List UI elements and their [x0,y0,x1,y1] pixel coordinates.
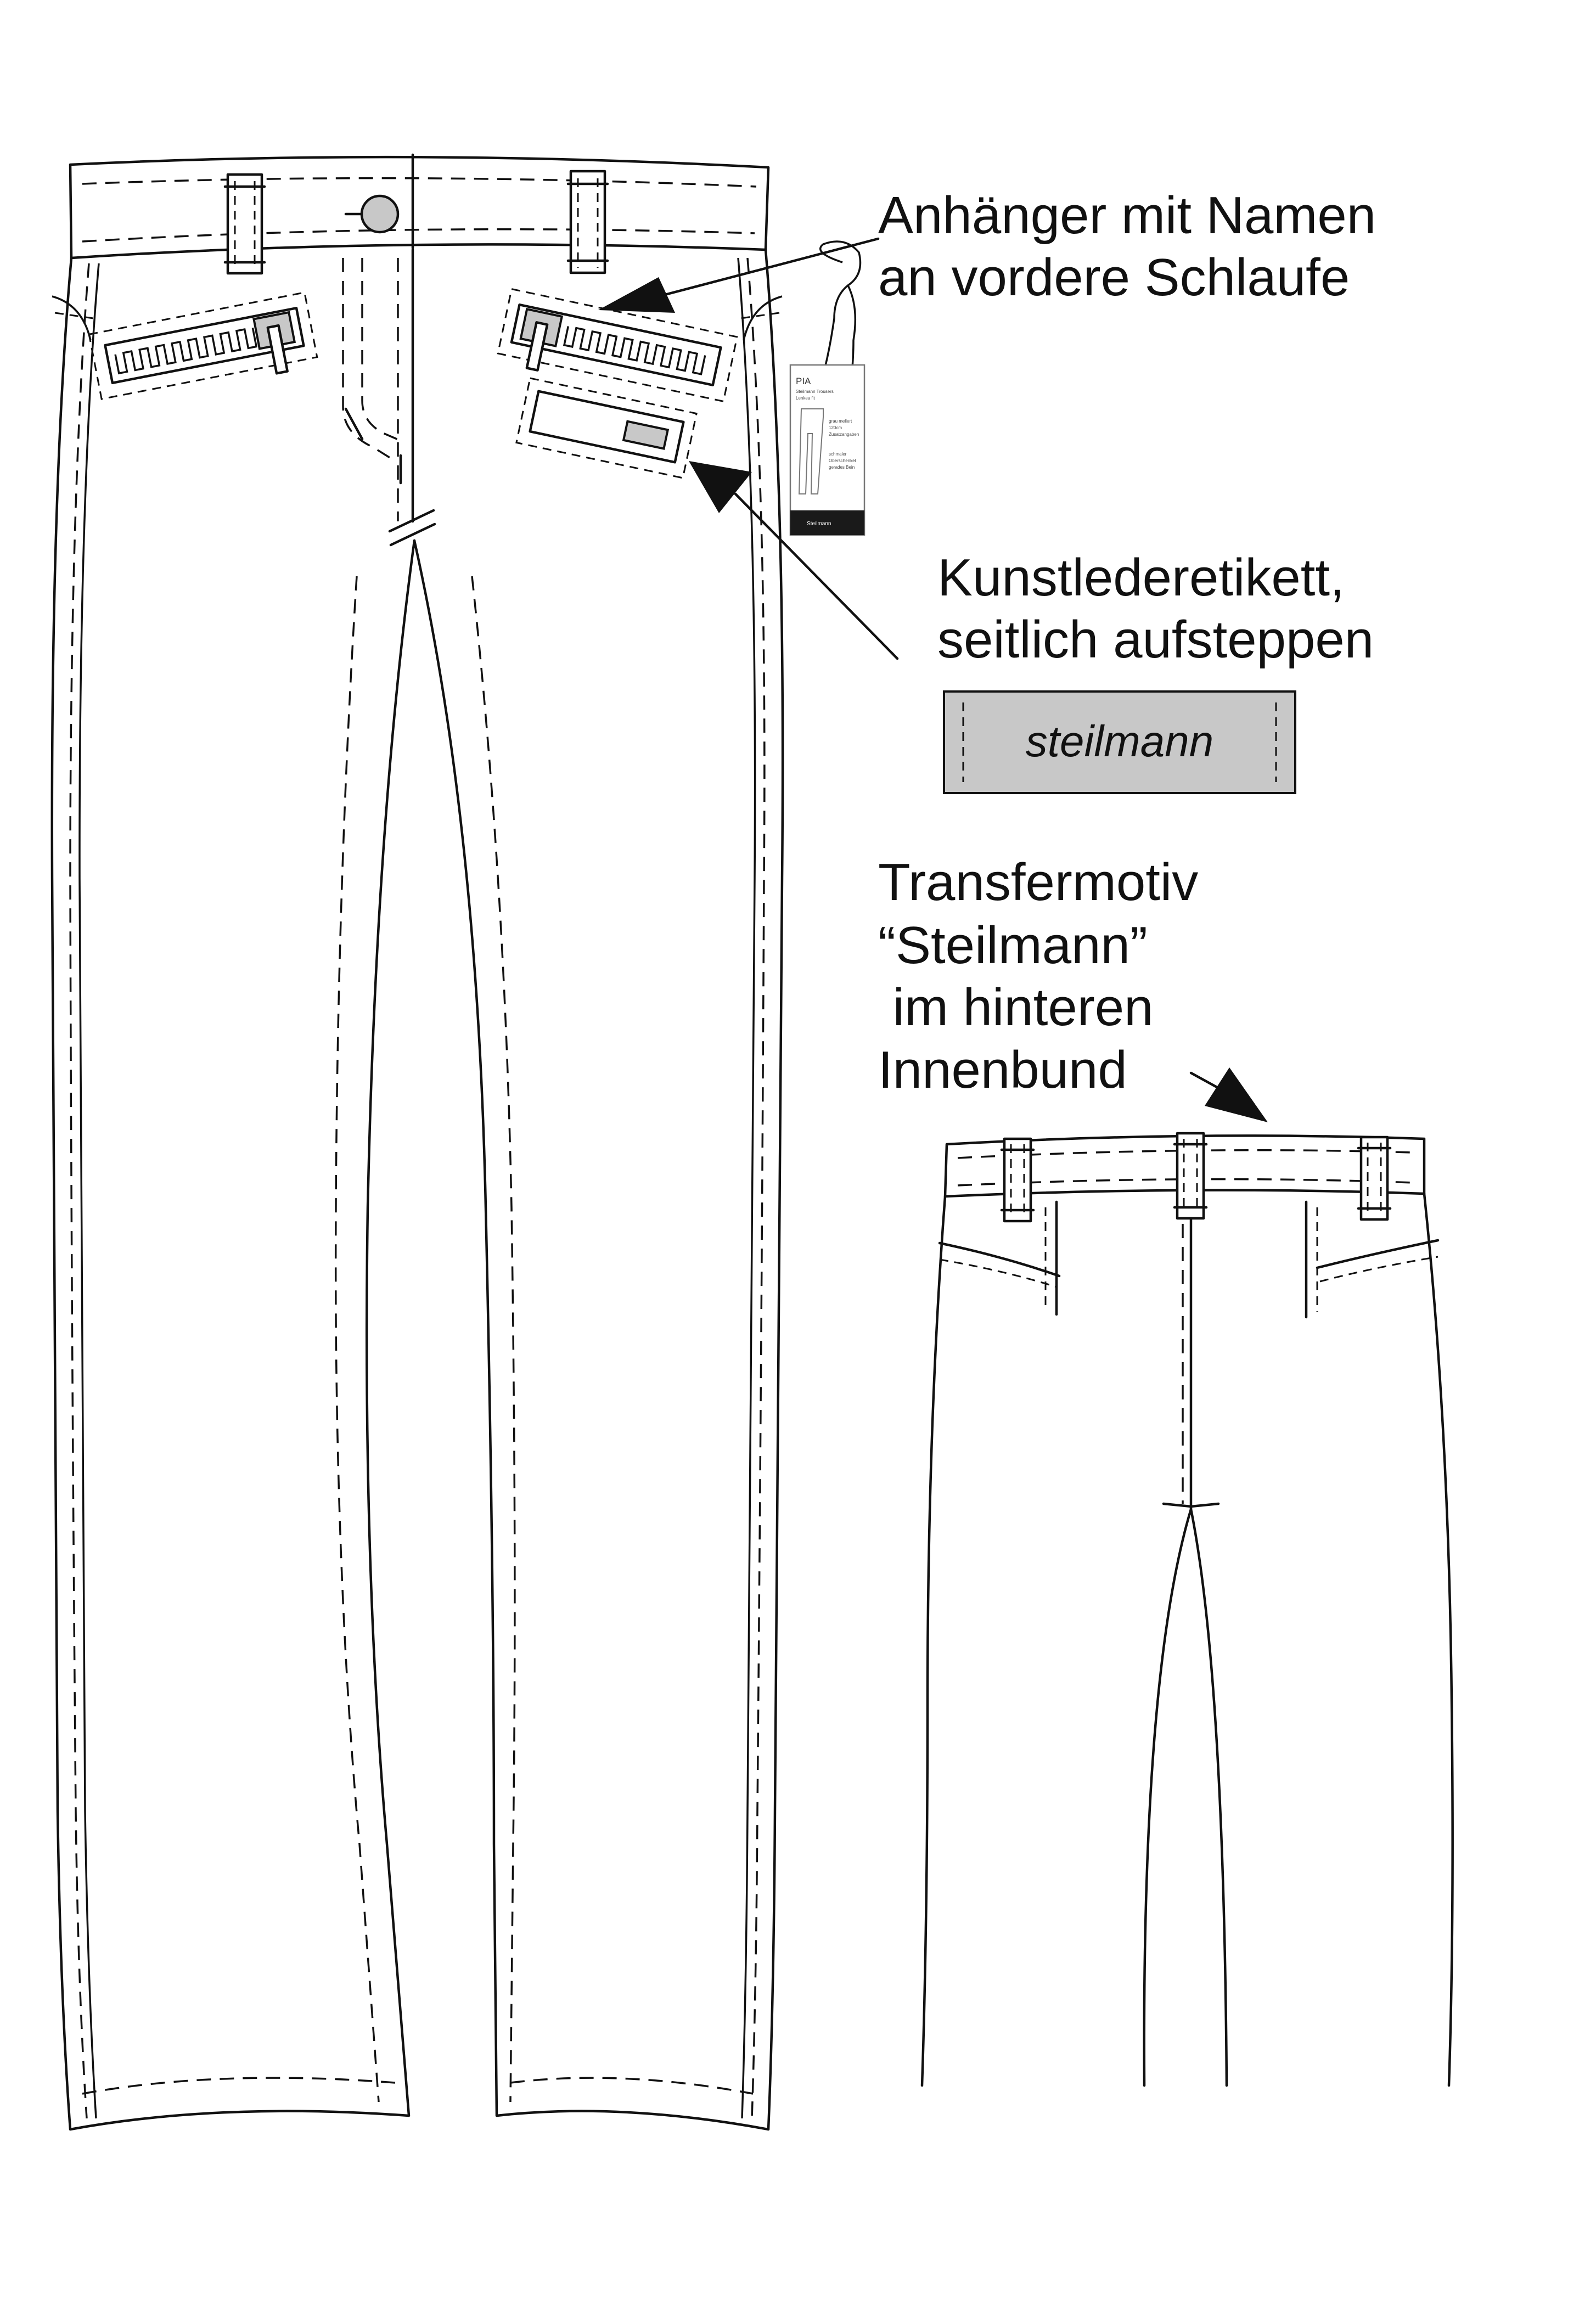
left-side-pocket-stitch [54,312,94,319]
back-belt-loop-center [1173,1132,1208,1220]
left-inseam-stitch [334,576,380,2102]
back-belt-loop-left [1000,1137,1035,1223]
hangtag-detail5: Oberschenkel [829,458,856,463]
left-outseam-stitch [69,263,90,2119]
back-right-inseam [1189,1508,1228,2087]
waistband-top-stitch [82,177,757,188]
left-side-pocket-line [52,295,92,341]
hangtag-detail3: Zusatzangaben [829,432,859,437]
back-crotch-mark-left [1162,1502,1193,1508]
hangtag-detail2: 120cm [829,425,842,430]
transfer-callout: Transfermotiv “Steilmann” im hinteren In… [878,853,1198,1099]
right-outseam-stitch [746,257,766,2119]
zipper-icon [88,291,318,400]
arrow-icon [1189,1067,1268,1122]
left-hem-stitch [82,2077,396,2095]
left-leg-outline [50,256,416,2131]
tag-callout-line2: an vordere Schlaufe [878,248,1350,307]
front-waistband [69,155,770,260]
back-yoke-right [1316,1239,1440,1269]
hangtag-detail6: gerades Bein [829,465,855,470]
front-fly [342,248,436,547]
right-side-pocket-stitch [740,312,780,319]
front-trousers [50,153,784,2131]
back-yoke-left-stitch [939,1258,1057,1288]
back-right-outline [1423,1192,1454,2087]
leather-patch: steilmann [943,690,1296,794]
zipper-icon [497,288,738,403]
button-icon [344,194,400,234]
right-hem-stitch [510,2077,754,2095]
tag-callout-line1: Anhänger mit Namen [878,186,1376,245]
hangtag-band [790,510,864,535]
hangtag-detail4: schmaler [829,452,847,457]
tag-callout: Anhänger mit Namen an vordere Schlaufe [878,186,1376,307]
belt-loop-left [223,173,266,275]
right-leg-outline [413,248,784,2131]
belt-loop-right [566,170,609,274]
back-left-outline [920,1195,947,2087]
right-side-pocket-line [743,295,783,341]
right-outseam-line [737,257,756,2119]
label-callout-line1: Kunstlederetikett, [937,548,1345,607]
hang-tag: PIA Steilmann Trousers Lenkea fit grau m… [789,240,866,536]
patch-text: steilmann [1026,717,1213,766]
label-callout-line2: seitlich aufsteppen [937,610,1374,669]
back-crotch-mark-right [1189,1502,1220,1508]
transfer-callout-line4: Innenbund [878,1041,1127,1099]
back-trousers [920,1132,1454,2087]
transfer-callout-line3: im hinteren [878,978,1154,1037]
waistband-bottom-stitch [82,228,755,243]
right-inseam-stitch [471,576,516,2102]
transfer-callout-line2: “Steilmann” [878,916,1148,975]
hangtag-brand: Steilmann [807,521,831,527]
arrow-icon [689,461,899,660]
leather-label-on-trousers [515,377,698,479]
arrow-icon [598,237,880,313]
label-callout: Kunstlederetikett, seitlich aufsteppen [937,548,1374,669]
hangtag-line2: Lenkea fit [796,396,815,401]
hangtag-name: PIA [796,376,811,386]
back-yoke-right-stitch [1319,1256,1438,1283]
hangtag-line1: Steilmann Trousers [796,389,834,394]
hangtag-detail1: grau meliert [829,419,852,424]
left-outseam-line [78,263,100,2119]
transfer-callout-line1: Transfermotiv [878,853,1198,912]
back-left-inseam [1143,1508,1193,2087]
back-belt-loop-right [1357,1135,1392,1221]
